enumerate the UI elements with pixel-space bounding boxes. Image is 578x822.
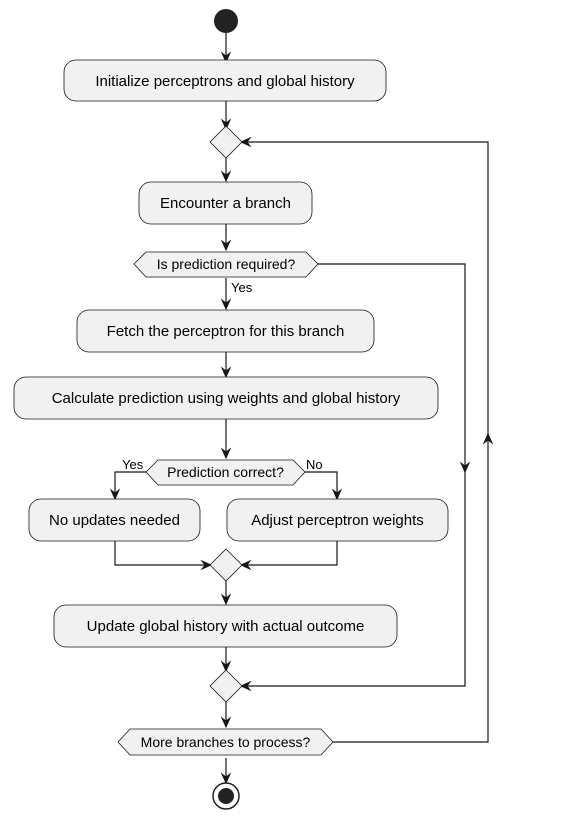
action-init: Initialize perceptrons and global histor… [63,59,387,102]
decision-more-branches: More branches to process? [117,728,334,756]
arrowhead [220,447,232,460]
decision-prediction-correct-label: Prediction correct? [167,464,284,480]
edge-decision1-no-merge3 [247,263,466,687]
action-calculate-prediction: Calculate prediction using weights and g… [13,376,439,420]
arrowhead [220,772,232,785]
arrowhead [220,366,232,379]
merge-node-branch [209,669,243,703]
arrowhead [220,239,232,252]
arrowhead [239,136,252,148]
merge-node-loop-start [209,125,243,159]
edge-noupdates-merge2 [114,541,205,566]
action-adjust-weights: Adjust perceptron weights [226,498,449,542]
arrowhead [482,432,494,445]
arrowhead [239,680,252,692]
edges [114,33,489,777]
arrowhead [239,559,252,571]
arrowheads [109,51,494,785]
edge-decision2-adjust [304,471,338,493]
end-node [212,782,240,810]
edge-decision2-noupdates [114,471,148,493]
action-fetch-perceptron: Fetch the perceptron for this branch [76,309,375,353]
action-adjust-label: Adjust perceptron weights [251,512,424,529]
arrowhead [220,170,232,183]
arrowhead [220,51,232,64]
merge-node-prediction [209,548,243,582]
action-fetch-label: Fetch the perceptron for this branch [107,323,345,340]
action-update-history: Update global history with actual outcom… [53,604,398,648]
arrowhead [220,660,232,673]
action-encounter-branch: Encounter a branch [138,181,313,225]
action-no-updates-label: No updates needed [49,512,180,529]
decision-prediction-required-label: Is prediction required? [157,256,296,272]
arrowhead [109,488,121,501]
decision-prediction-correct: Prediction correct? [145,459,306,486]
action-no-updates: No updates needed [28,498,201,542]
arrowhead [200,559,213,571]
arrowhead [331,488,343,501]
action-encounter-label: Encounter a branch [160,195,291,212]
arrowhead [220,118,232,131]
arrowhead [459,461,471,474]
action-init-label: Initialize perceptrons and global histor… [95,73,355,90]
arrowhead [220,593,232,606]
start-node [214,9,238,33]
arrowhead [220,716,232,729]
edge-decision3-loop [247,141,489,743]
decision-prediction-required: Is prediction required? [133,251,319,278]
edge-label-correct-yes: Yes [122,457,144,472]
edge-label-correct-no: No [306,457,323,472]
arrowhead [220,298,232,311]
action-calculate-label: Calculate prediction using weights and g… [52,390,401,407]
edge-label-required-yes: Yes [231,280,253,295]
edge-adjust-merge2 [247,541,338,566]
action-update-history-label: Update global history with actual outcom… [87,618,365,635]
decision-more-branches-label: More branches to process? [141,734,311,750]
